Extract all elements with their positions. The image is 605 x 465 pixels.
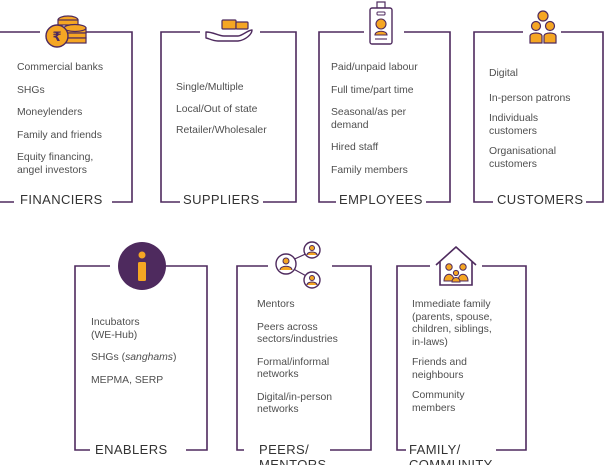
- list-item: Peers across sectors/industries: [257, 321, 338, 346]
- suppliers-panel: [160, 0, 300, 210]
- financiers-list: Commercial banks SHGs Moneylenders Famil…: [17, 62, 135, 187]
- list-item: Hired staff: [331, 142, 379, 153]
- suppliers-label: SUPPLIERS: [180, 192, 263, 207]
- family-community-frame: [396, 265, 527, 451]
- list-item: Moneylenders: [17, 107, 83, 118]
- list-item: Single/Multiple: [176, 82, 244, 93]
- list-item: Incubators (WE-Hub): [91, 317, 140, 341]
- list-item: Local/Out of state: [176, 103, 258, 115]
- list-item: Digital: [489, 68, 518, 79]
- enablers-list: Incubators (WE-Hub) SHGs (sanghams) MEPM…: [91, 317, 209, 397]
- enablers-label: ENABLERS: [92, 442, 171, 457]
- info-icon: [117, 241, 167, 291]
- list-item: Formal/informal networks: [257, 356, 330, 381]
- hand-offering-icon: [204, 18, 254, 44]
- employees-list: Paid/unpaid labour Full time/part time S…: [331, 62, 456, 187]
- list-item: Individuals customers: [489, 113, 539, 137]
- employees-label: EMPLOYEES: [336, 192, 426, 207]
- enablers-panel: [72, 230, 212, 465]
- list-item: Friends and neighbours: [412, 357, 467, 381]
- italic-term: sanghams: [125, 352, 174, 363]
- family-house-icon: [434, 245, 478, 287]
- list-item: Community members: [412, 390, 465, 414]
- peers-mentors-label: PEERS/ MENTORS: [256, 442, 330, 465]
- enablers-frame: [74, 265, 208, 451]
- peers-mentors-frame: [236, 265, 372, 451]
- list-item: Paid/unpaid labour: [331, 62, 418, 73]
- customers-label: CUSTOMERS: [494, 192, 587, 207]
- list-item: Mentors: [257, 299, 295, 310]
- list-item: Immediate family (parents, spouse, child…: [412, 299, 493, 348]
- list-item: Retailer/Wholesaler: [176, 125, 267, 136]
- family-community-list: Immediate family (parents, spouse, child…: [412, 299, 530, 425]
- list-item: MEPMA, SERP: [91, 374, 164, 386]
- list-item: Digital/in-person networks: [257, 391, 333, 416]
- coins-icon: ₹: [44, 12, 90, 50]
- people-group-icon: [528, 10, 558, 44]
- list-item: Family members: [331, 164, 408, 176]
- id-badge-icon: [368, 1, 394, 46]
- suppliers-list: Single/Multiple Local/Out of state Retai…: [176, 82, 296, 148]
- peers-mentors-panel: [236, 230, 376, 465]
- suppliers-frame: [160, 31, 297, 203]
- list-item: Family and friends: [17, 129, 102, 141]
- network-people-icon: [272, 240, 326, 290]
- financiers-frame: [0, 31, 133, 203]
- list-item: Seasonal/as per demand: [331, 107, 407, 131]
- customers-frame: [473, 31, 604, 203]
- financiers-label: FINANCIERS: [17, 192, 106, 207]
- list-item: Organisational customers: [489, 146, 557, 170]
- family-community-panel: [396, 230, 536, 465]
- employees-frame: [318, 31, 451, 203]
- list-item: Commercial banks: [17, 62, 104, 73]
- employees-panel: [318, 0, 458, 210]
- list-item: In-person patrons: [489, 92, 571, 104]
- customers-list: Digital In-person patrons Individuals cu…: [489, 68, 603, 181]
- svg-text:₹: ₹: [52, 30, 61, 45]
- list-item: SHGs: [17, 84, 45, 96]
- family-community-label: FAMILY/ COMMUNITY: [406, 442, 496, 465]
- financiers-panel: [0, 0, 140, 210]
- customers-panel: [473, 0, 605, 210]
- peers-mentors-list: Mentors Peers across sectors/industries …: [257, 299, 373, 427]
- list-item: Full time/part time: [331, 84, 414, 96]
- list-item: SHGs (sanghams): [91, 352, 177, 363]
- list-item: Equity financing, angel investors: [17, 152, 94, 176]
